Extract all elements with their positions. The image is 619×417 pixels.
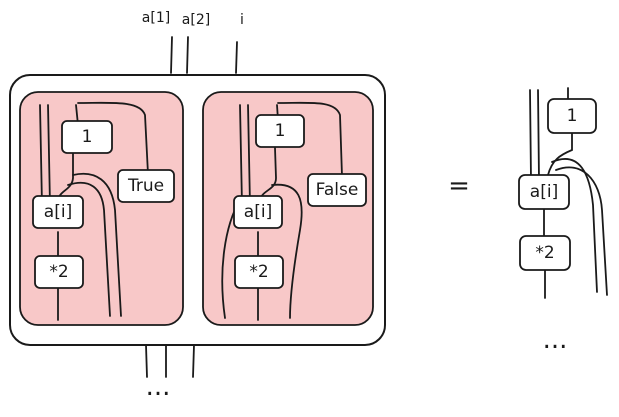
input-label-a1: a[1] bbox=[142, 10, 170, 26]
right-const-label: 1 bbox=[275, 121, 286, 141]
bottom-ellipsis: ... bbox=[146, 372, 171, 402]
result-op-node: *2 bbox=[519, 235, 571, 271]
output-wires bbox=[145, 344, 195, 378]
left-index-node: a[i] bbox=[32, 195, 84, 229]
right-bool-label: False bbox=[316, 180, 359, 200]
right-bool-node: False bbox=[307, 173, 367, 207]
left-index-label: a[i] bbox=[44, 202, 72, 222]
result-wires bbox=[529, 87, 608, 299]
left-bool-node: True bbox=[117, 169, 175, 203]
left-const-label: 1 bbox=[82, 127, 93, 147]
right-op-label: *2 bbox=[249, 262, 268, 282]
result-const-node: 1 bbox=[547, 98, 597, 134]
right-op-node: *2 bbox=[234, 255, 284, 289]
input-wires bbox=[170, 36, 238, 74]
result-const-label: 1 bbox=[567, 106, 578, 126]
result-op-label: *2 bbox=[535, 243, 554, 263]
right-index-node: a[i] bbox=[233, 195, 283, 229]
left-const-node: 1 bbox=[61, 120, 113, 154]
right-index-label: a[i] bbox=[244, 202, 272, 222]
left-op-node: *2 bbox=[34, 255, 84, 289]
result-index-node: a[i] bbox=[518, 174, 570, 210]
equals-sign: = bbox=[448, 171, 470, 201]
right-const-node: 1 bbox=[255, 114, 305, 148]
result-ellipsis: ... bbox=[543, 325, 568, 355]
input-label-a2: a[2] bbox=[182, 12, 210, 28]
left-bool-label: True bbox=[127, 176, 164, 196]
left-op-label: *2 bbox=[49, 262, 68, 282]
result-index-label: a[i] bbox=[530, 182, 558, 202]
input-label-i: i bbox=[240, 12, 244, 28]
